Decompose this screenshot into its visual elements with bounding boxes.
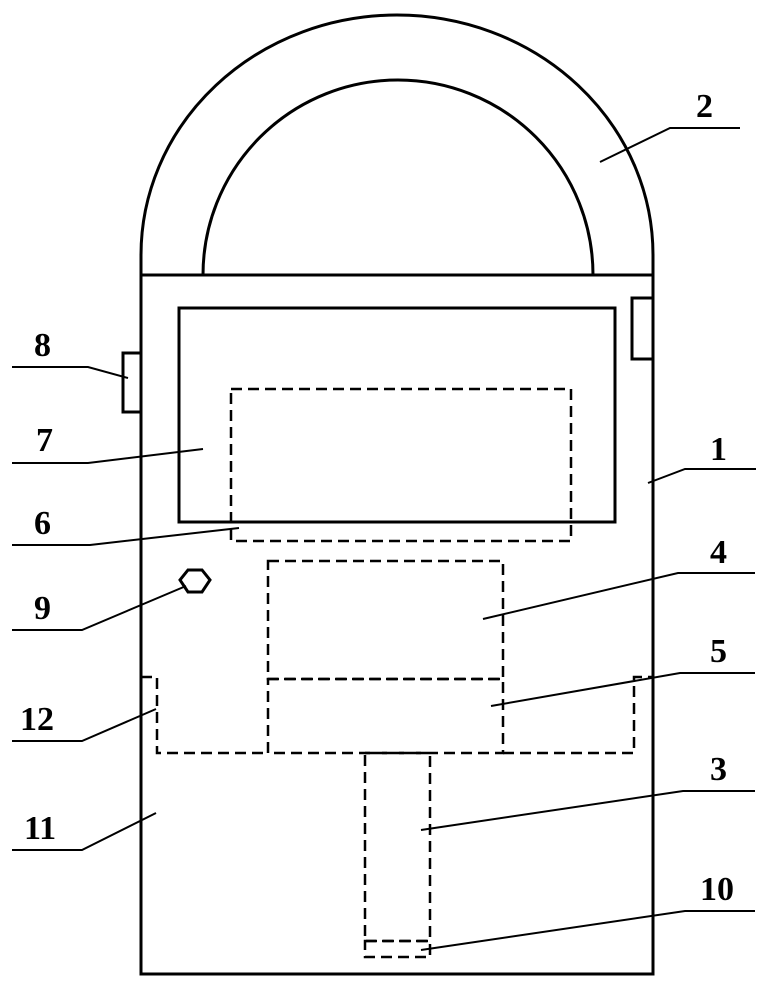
leader-3	[420, 790, 755, 831]
leader-10	[420, 910, 755, 951]
label-2: 2	[696, 88, 713, 125]
hidden-bolt-channel-12	[141, 675, 268, 755]
hidden-internals	[141, 559, 653, 959]
indicator-light	[178, 568, 212, 594]
lock-body	[139, 273, 655, 976]
leader-11	[12, 812, 157, 851]
hidden-module-6	[229, 387, 573, 543]
label-4: 4	[710, 534, 727, 571]
hidden-bolt-channel-right	[503, 675, 653, 755]
reference-numerals: 2 1 8 7 6 4 9 5 12 3 11 10	[20, 88, 734, 908]
shackle-inner	[201, 78, 595, 276]
hidden-bolt-end-10	[363, 939, 432, 959]
hidden-bolt-3	[363, 751, 432, 943]
shackle	[139, 13, 655, 276]
label-8: 8	[34, 327, 51, 364]
hidden-module-4	[266, 559, 505, 681]
shackle-outer	[139, 13, 655, 275]
label-5: 5	[710, 633, 727, 670]
leader-12	[12, 708, 157, 742]
hidden-module-5	[266, 677, 505, 755]
leader-9	[12, 585, 187, 631]
leader-2	[599, 127, 740, 163]
display-window	[177, 306, 617, 524]
label-12: 12	[20, 701, 54, 738]
label-10: 10	[700, 871, 734, 908]
label-3: 3	[710, 751, 727, 788]
leader-7	[12, 448, 204, 464]
side-button	[121, 351, 143, 414]
label-11: 11	[24, 810, 56, 847]
label-6: 6	[34, 505, 51, 542]
label-1: 1	[710, 431, 727, 468]
leader-6	[12, 527, 240, 546]
leader-8	[12, 366, 129, 379]
leader-4	[482, 572, 755, 620]
label-7: 7	[36, 422, 53, 459]
leader-lines	[12, 127, 756, 951]
leader-5	[490, 672, 755, 707]
label-9: 9	[34, 590, 51, 627]
leader-1	[647, 468, 756, 484]
right-side-tab	[630, 296, 653, 361]
